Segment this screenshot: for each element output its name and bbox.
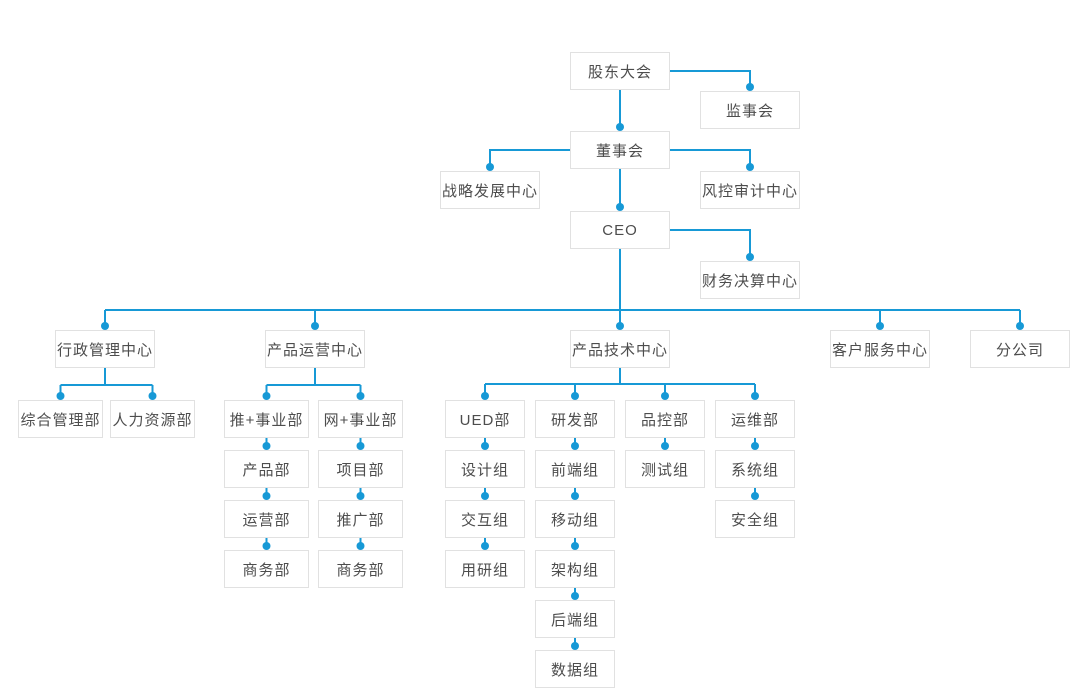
node-label: 网+事业部	[323, 411, 398, 429]
node-backend-group: 后端组	[535, 600, 615, 638]
node-ued-dept: UED部	[445, 400, 525, 438]
node-shareholders-meeting: 股东大会	[570, 52, 670, 90]
connector-dots	[56, 83, 1024, 650]
node-interaction-group: 交互组	[445, 500, 525, 538]
node-system-group: 系统组	[715, 450, 795, 488]
node-label: 战略发展中心	[441, 182, 538, 200]
node-label: 架构组	[550, 561, 599, 579]
node-human-resources-dept: 人力资源部	[110, 400, 195, 438]
node-rd-dept: 研发部	[535, 400, 615, 438]
node-label: 股东大会	[587, 63, 652, 81]
node-project-dept: 项目部	[318, 450, 403, 488]
node-wang-plus-business-dept: 网+事业部	[318, 400, 403, 438]
node-general-management-dept: 综合管理部	[18, 400, 103, 438]
node-label: 研发部	[550, 411, 599, 429]
node-business-dept-2: 商务部	[318, 550, 403, 588]
node-label: 用研组	[460, 561, 509, 579]
node-data-group: 数据组	[535, 650, 615, 688]
node-label: 风控审计中心	[701, 182, 798, 200]
node-security-group: 安全组	[715, 500, 795, 538]
node-label: 推广部	[336, 511, 385, 529]
node-quality-control-dept: 品控部	[625, 400, 705, 438]
node-product-dept: 产品部	[224, 450, 309, 488]
node-label: 行政管理中心	[56, 341, 153, 359]
node-label: 产品部	[242, 461, 291, 479]
node-label: 测试组	[640, 461, 689, 479]
node-admin-management-center: 行政管理中心	[55, 330, 155, 368]
node-label: 客户服务中心	[831, 341, 928, 359]
node-label: 综合管理部	[20, 411, 101, 429]
node-product-operation-center: 产品运营中心	[265, 330, 365, 368]
node-ceo: CEO	[570, 211, 670, 249]
node-label: 数据组	[550, 661, 599, 679]
node-product-technology-center: 产品技术中心	[570, 330, 670, 368]
node-board-of-directors: 董事会	[570, 131, 670, 169]
node-label: 董事会	[595, 142, 644, 160]
node-label: 监事会	[725, 102, 774, 120]
node-ops-dept: 运维部	[715, 400, 795, 438]
node-label: 交互组	[460, 511, 509, 529]
node-label: 移动组	[550, 511, 599, 529]
node-label: 商务部	[242, 561, 291, 579]
node-user-research-group: 用研组	[445, 550, 525, 588]
node-label: CEO	[602, 221, 638, 239]
node-label: 运维部	[730, 411, 779, 429]
node-label: 运营部	[242, 511, 291, 529]
node-label: 商务部	[336, 561, 385, 579]
node-tui-plus-business-dept: 推+事业部	[224, 400, 309, 438]
node-label: 前端组	[550, 461, 599, 479]
node-label: 项目部	[336, 461, 385, 479]
node-promotion-dept: 推广部	[318, 500, 403, 538]
node-mobile-group: 移动组	[535, 500, 615, 538]
node-operation-dept: 运营部	[224, 500, 309, 538]
node-label: 系统组	[730, 461, 779, 479]
node-design-group: 设计组	[445, 450, 525, 488]
node-label: UED部	[459, 411, 511, 429]
node-branch-company: 分公司	[970, 330, 1070, 368]
node-label: 设计组	[460, 461, 509, 479]
node-label: 安全组	[730, 511, 779, 529]
node-business-dept-1: 商务部	[224, 550, 309, 588]
node-label: 分公司	[995, 341, 1044, 359]
node-financial-settlement-center: 财务决算中心	[700, 261, 800, 299]
node-label: 产品运营中心	[266, 341, 363, 359]
node-testing-group: 测试组	[625, 450, 705, 488]
node-supervisory-board: 监事会	[700, 91, 800, 129]
node-label: 产品技术中心	[571, 341, 668, 359]
node-label: 财务决算中心	[701, 272, 798, 290]
node-label: 人力资源部	[112, 411, 193, 429]
node-architecture-group: 架构组	[535, 550, 615, 588]
node-label: 品控部	[640, 411, 689, 429]
node-customer-service-center: 客户服务中心	[830, 330, 930, 368]
node-strategy-development-center: 战略发展中心	[440, 171, 540, 209]
node-label: 后端组	[550, 611, 599, 629]
node-frontend-group: 前端组	[535, 450, 615, 488]
node-risk-audit-center: 风控审计中心	[700, 171, 800, 209]
node-label: 推+事业部	[229, 411, 304, 429]
